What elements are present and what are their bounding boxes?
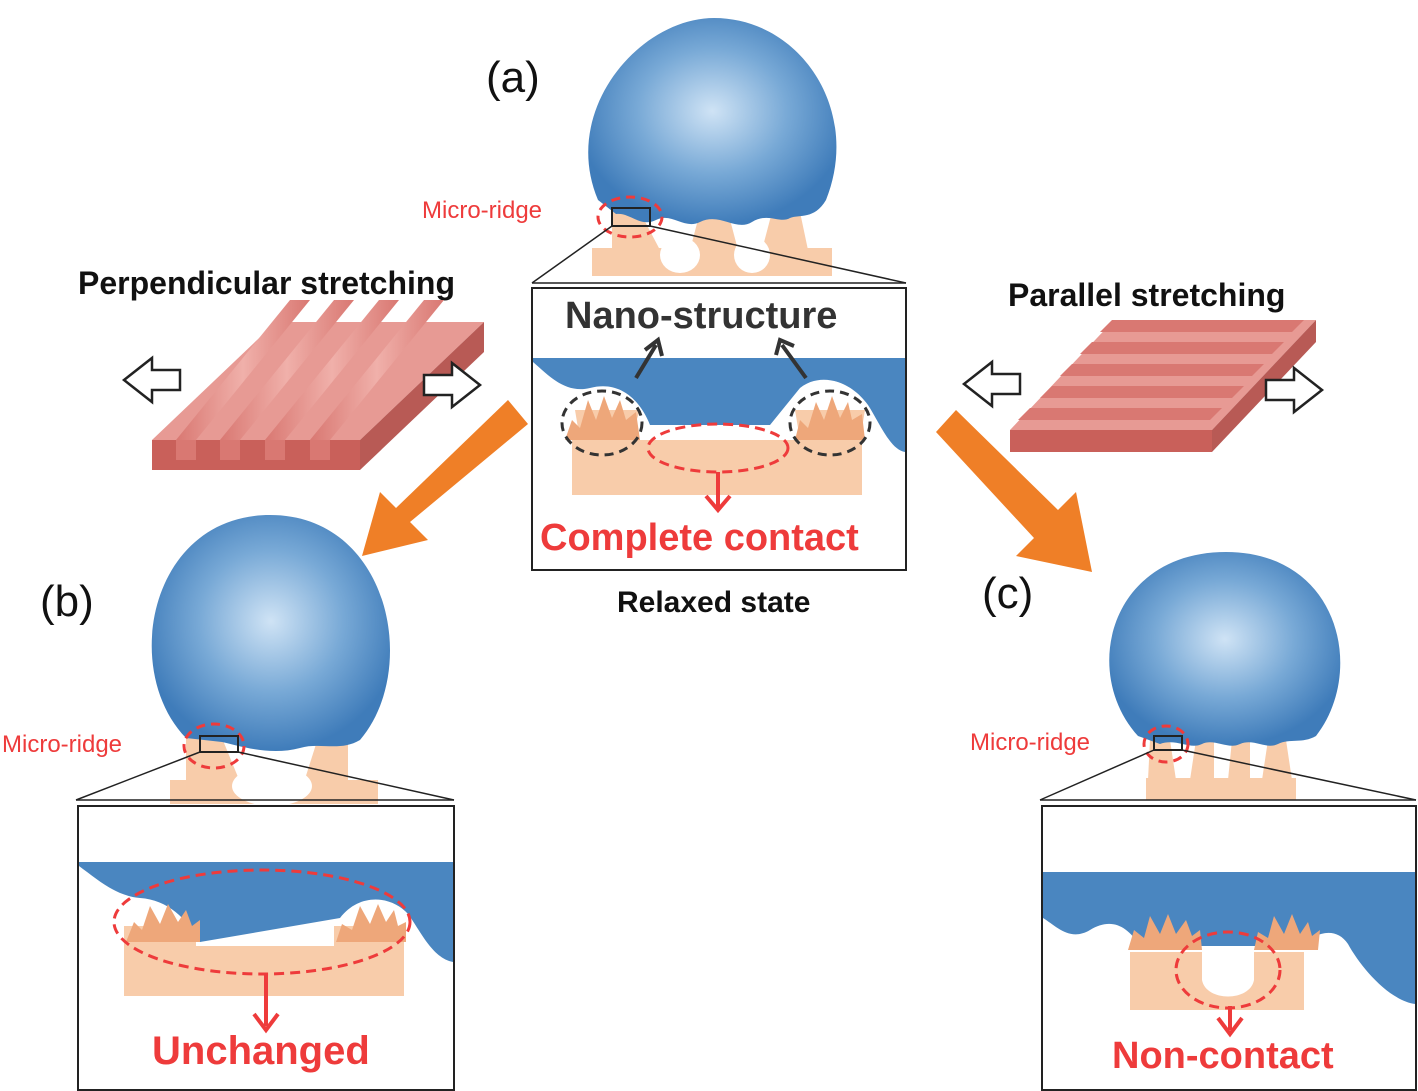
panel-a-droplet [588, 18, 837, 225]
arrow-to-panel-b [362, 400, 528, 556]
panel-b-label: (b) [40, 577, 94, 626]
non-contact-label: Non-contact [1112, 1035, 1334, 1077]
nano-structure-circle-left [560, 389, 644, 457]
panel-a-zoom-box: Nano-structure Complete contact [531, 287, 907, 571]
perpendicular-stretching: Perpendicular stretching [78, 265, 484, 470]
nano-structure-label: Nano-structure [565, 295, 837, 337]
panel-a: (a) Micro-ridge [422, 18, 907, 619]
panel-b-micro-ridge-label: Micro-ridge [2, 731, 122, 758]
relaxed-state-caption: Relaxed state [617, 586, 810, 619]
complete-contact-label: Complete contact [540, 517, 859, 559]
panel-b-zoom-box: Unchanged [77, 805, 455, 1091]
panel-c: (c) Micro-ridge Non-contact [970, 552, 1417, 1091]
panel-b-micro-ridge-circle [182, 722, 246, 770]
panel-c-droplet [1109, 552, 1341, 746]
unchanged-circle [112, 868, 412, 976]
panel-a-label: (a) [486, 53, 540, 102]
right-stretch-arrow-left [961, 359, 1022, 409]
right-stretch-arrow-right [1264, 365, 1325, 415]
parallel-stretching: Parallel stretching [961, 277, 1325, 452]
panel-c-substrate [1146, 740, 1296, 800]
left-stretch-arrow-left [121, 355, 182, 405]
perpendicular-membrane [152, 300, 484, 470]
parallel-stretching-label: Parallel stretching [1008, 277, 1285, 313]
panel-a-micro-ridge-label: Micro-ridge [422, 197, 542, 224]
contact-circle [646, 422, 790, 474]
arrow-to-panel-c [936, 410, 1092, 572]
panel-c-micro-ridge-label: Micro-ridge [970, 729, 1090, 756]
unchanged-label: Unchanged [152, 1029, 370, 1073]
panel-c-micro-ridge-circle [1142, 724, 1190, 764]
parallel-membrane [1010, 320, 1316, 452]
panel-a-substrate [592, 212, 832, 276]
perpendicular-stretching-label: Perpendicular stretching [78, 265, 455, 301]
panel-a-micro-ridge-circle [596, 195, 664, 239]
nano-structure-circle-right [788, 389, 872, 457]
panel-c-zoom-box: Non-contact [1041, 805, 1417, 1091]
panel-b-droplet [151, 515, 390, 752]
left-stretch-arrow-right [422, 360, 483, 410]
panel-b: (b) Micro-ridge Unchanged [2, 515, 455, 1091]
panel-c-label: (c) [982, 569, 1033, 618]
